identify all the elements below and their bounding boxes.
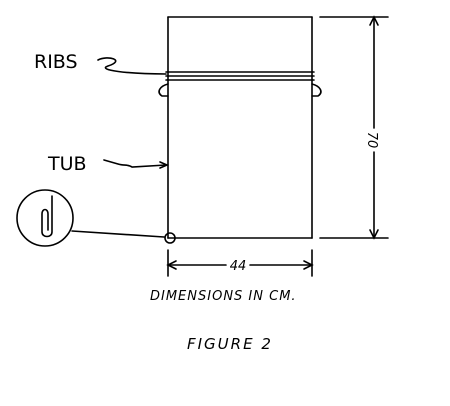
width-value: 44 bbox=[230, 259, 247, 274]
figure-caption: FIGURE 2 bbox=[187, 335, 273, 353]
ribs-leader bbox=[97, 57, 167, 75]
ribs-label: RIBS bbox=[34, 51, 78, 73]
tub-label: TUB bbox=[47, 153, 87, 175]
right-handle bbox=[311, 83, 322, 97]
detail-rim-profile bbox=[41, 195, 53, 238]
tub-body bbox=[167, 16, 313, 239]
detail-leader bbox=[71, 230, 165, 238]
height-dimension bbox=[319, 15, 389, 240]
units-note: DIMENSIONS IN CM. bbox=[150, 289, 297, 304]
height-value: 70 bbox=[364, 132, 379, 149]
detail-marker bbox=[164, 232, 176, 244]
width-dimension bbox=[166, 249, 314, 277]
tub-leader bbox=[103, 159, 167, 168]
tub-ribs bbox=[165, 71, 315, 81]
tub-arrowhead bbox=[159, 161, 170, 169]
left-handle bbox=[158, 83, 169, 97]
detail-circle bbox=[16, 189, 74, 247]
